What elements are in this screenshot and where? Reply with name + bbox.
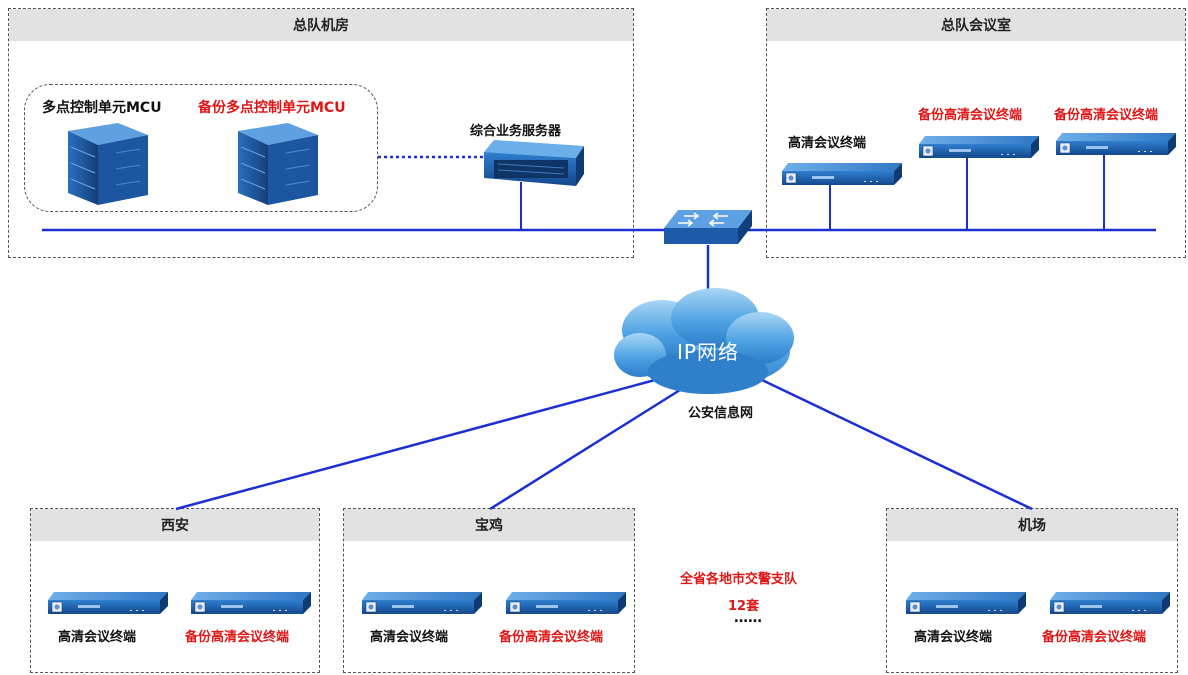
hq-backup-terminal-2-icon [1055,132,1177,156]
airport-terminal-icon [905,591,1027,615]
zone-airport: 机场 [886,508,1178,673]
ip-network-cloud-icon [614,288,794,394]
province-branches-label: 全省各地市交警支队 [680,572,798,587]
zone-title: 机场 [887,509,1177,541]
xian-backup-terminal-icon [190,591,312,615]
link-airport [761,378,1033,511]
police-network-label: 公安信息网 [688,406,754,421]
business-server-icon [484,140,584,186]
more-ellipsis: …… [734,610,762,626]
cloud-label: IP网络 [677,340,739,364]
zone-title: 总队会议室 [767,9,1185,41]
baoji-terminal-icon [361,591,483,615]
xian-terminal-label: 高清会议终端 [58,630,137,645]
zone-baoji: 宝鸡 [343,508,635,673]
zone-title: 宝鸡 [344,509,634,541]
hq-terminal-icon [781,162,903,186]
xian-terminal-icon [47,591,169,615]
zone-xian: 西安 [30,508,320,673]
zone-title: 西安 [31,509,319,541]
hq-backup-terminal-1-icon [918,135,1040,159]
mcu-label: 多点控制单元MCU [42,100,162,116]
baoji-backup-terminal-icon [505,591,627,615]
network-switch-icon [664,210,752,244]
baoji-terminal-label: 高清会议终端 [370,630,449,645]
baoji-backup-label: 备份高清会议终端 [499,630,604,645]
mcu-server-icon [67,122,149,206]
xian-backup-label: 备份高清会议终端 [185,630,290,645]
hq-backup1-label: 备份高清会议终端 [918,108,1023,123]
hq-backup2-label: 备份高清会议终端 [1054,108,1159,123]
mcu-group-box [24,84,378,212]
airport-terminal-label: 高清会议终端 [914,630,993,645]
server-label: 综合业务服务器 [470,124,562,139]
link-xian [175,378,656,511]
airport-backup-terminal-icon [1049,591,1171,615]
branch-count-label: 12套 [728,599,760,614]
mcu-backup-label: 备份多点控制单元MCU [198,100,346,116]
hq-terminal-label: 高清会议终端 [788,136,867,151]
zone-title: 总队机房 [9,9,633,41]
airport-backup-label: 备份高清会议终端 [1042,630,1147,645]
link-baoji [489,388,681,511]
mcu-backup-server-icon [237,122,319,206]
